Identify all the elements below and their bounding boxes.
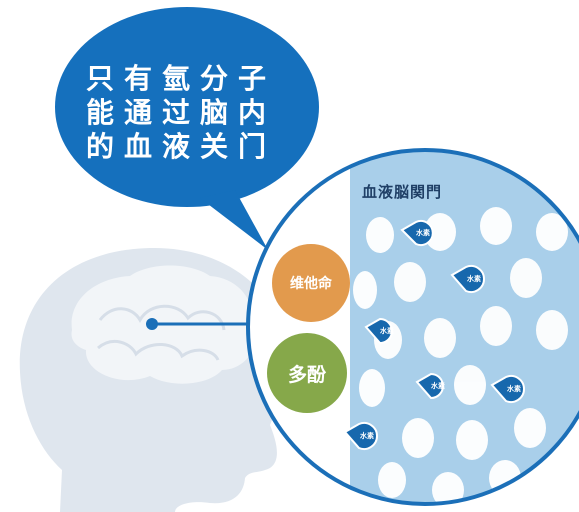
hydrogen-molecule <box>450 265 485 293</box>
hydrogen-label: 水素 <box>431 382 445 390</box>
polyphenol-circle: 多酚 <box>267 333 347 413</box>
bubble-line-2: 能通过脑内 <box>86 96 277 129</box>
hydrogen-label: 水素 <box>416 229 430 237</box>
vitamin-circle: 维他命 <box>272 244 350 322</box>
hydrogen-molecule <box>400 220 434 246</box>
hydrogen-molecule <box>343 422 378 450</box>
hydrogen-molecule <box>364 317 393 345</box>
speech-bubble-text: 只有氫分子 能通过脑内 的血液关门 <box>86 62 296 164</box>
connector-dot <box>146 318 158 330</box>
bubble-line-1: 只有氫分子 <box>86 62 277 95</box>
polyphenol-label: 多酚 <box>287 363 326 386</box>
hydrogen-molecule <box>490 375 525 403</box>
vitamin-label: 维他命 <box>290 276 332 292</box>
hydrogen-label: 水素 <box>507 385 521 393</box>
speech-bubble <box>55 7 319 250</box>
hydrogen-label: 水素 <box>360 432 374 440</box>
bubble-line-3: 的血液关门 <box>86 130 277 163</box>
barrier-label: 血液脳関門 <box>362 183 443 201</box>
hydrogen-molecule <box>415 372 444 400</box>
hydrogen-label: 水素 <box>467 275 481 283</box>
hydrogen-label: 水素 <box>380 327 394 335</box>
zoom-circle <box>246 148 579 506</box>
